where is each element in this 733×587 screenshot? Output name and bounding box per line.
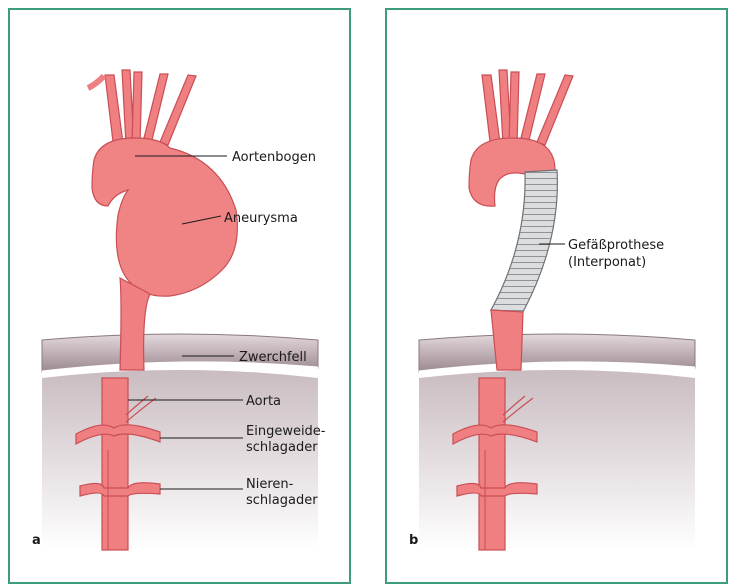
supra-aortic-branches [482,70,573,150]
label-eingeweide-1: Eingeweide- [246,424,326,439]
label-aneurysma: Aneurysma [224,211,298,226]
label-nieren-2: schlagader [246,493,318,508]
abdominal-aorta [479,378,505,550]
vascular-graft [491,170,557,312]
label-aortenbogen: Aortenbogen [232,150,316,165]
label-zwerchfell: Zwerchfell [239,350,307,365]
abdomen-region [419,370,695,550]
label-prothese-1: Gefäßprothese [568,238,664,253]
abdominal-aorta [102,378,128,550]
panel-b: Gefäßprothese (Interponat) b [385,8,728,584]
panel-letter-a: a [32,533,41,548]
panel-letter-b: b [409,533,418,548]
panel-a-illustration: Aortenbogen Aneurysma Zwerchfell Aorta E… [10,10,353,586]
descending-aorta [491,310,523,370]
label-nieren-1: Nieren- [246,477,294,492]
panel-a: Aortenbogen Aneurysma Zwerchfell Aorta E… [8,8,351,584]
panel-b-illustration: Gefäßprothese (Interponat) b [387,10,730,586]
label-eingeweide-2: schlagader [246,440,318,455]
label-prothese-2: (Interponat) [568,255,646,270]
label-aorta: Aorta [246,394,281,409]
